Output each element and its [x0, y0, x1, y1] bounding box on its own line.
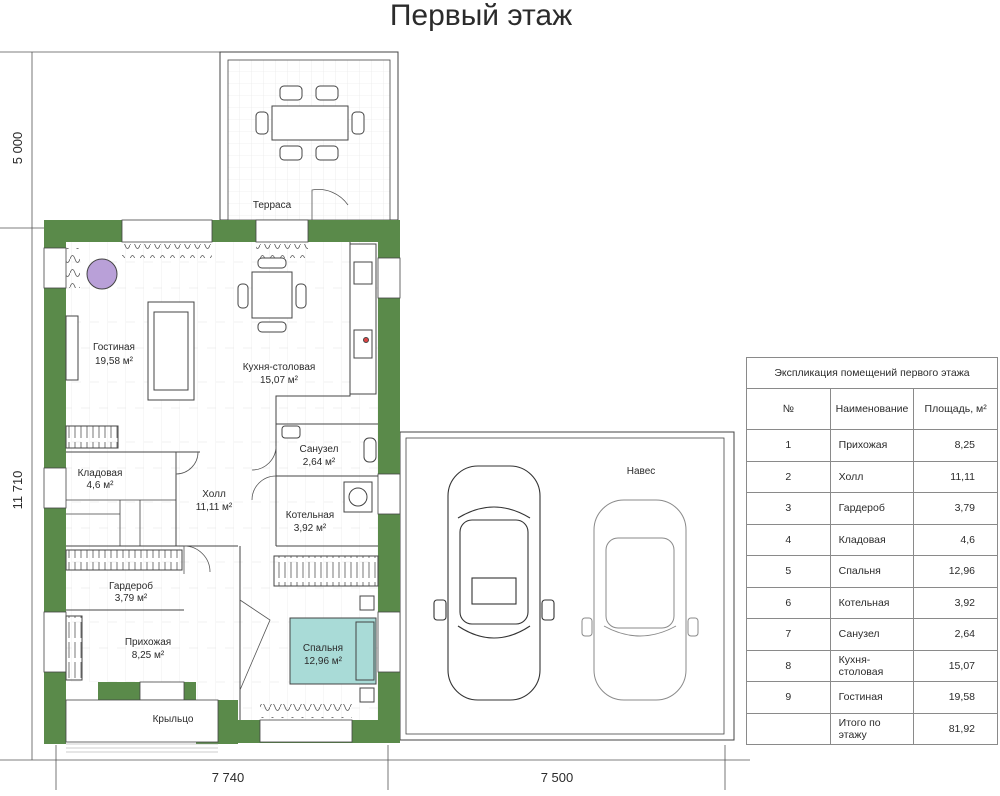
- armchair: [86, 258, 118, 290]
- living-furniture: [65, 258, 195, 449]
- total-num: [746, 712, 831, 745]
- car-light: [581, 499, 699, 701]
- bedroom-furniture: [289, 595, 377, 703]
- room-bedroom-area: 12,96 м²: [304, 656, 343, 667]
- total-label: Итого по этажу: [829, 712, 915, 745]
- table-total-row: Итого по этажу 81,92: [746, 712, 998, 745]
- room-entrance-name: Прихожая: [125, 637, 171, 648]
- tv-unit: [65, 315, 79, 381]
- dimension-lines: [0, 51, 750, 790]
- porch-label: Крыльцо: [153, 714, 194, 725]
- stairs: [66, 499, 176, 546]
- row-name: Гостиная: [829, 681, 915, 714]
- explication-caption: Экспликация помещений первого этажа: [746, 357, 998, 389]
- room-storage-area: 4,6 м²: [87, 480, 115, 491]
- room-bathroom-name: Санузел: [300, 444, 339, 455]
- total-area: 81,92: [913, 712, 998, 745]
- room-entrance-area: 8,25 м²: [132, 650, 165, 661]
- wardrobe-rail: [65, 549, 183, 571]
- row-name: Котельная: [829, 586, 915, 619]
- row-num: 7: [746, 618, 831, 651]
- row-area: 15,07: [913, 649, 998, 682]
- row-name: Кухня-столовая: [829, 649, 915, 682]
- room-bedroom-name: Спальня: [303, 643, 343, 654]
- row-area: 3,92: [913, 586, 998, 619]
- partitions: [66, 242, 378, 720]
- terrace-table: [255, 85, 365, 161]
- row-name: Гардероб: [829, 492, 915, 525]
- header-area: Площадь, м²: [913, 388, 998, 430]
- explication-table: Экспликация помещений первого этажа № На…: [746, 357, 998, 745]
- row-area: 4,6: [913, 523, 998, 556]
- row-area: 2,64: [913, 618, 998, 651]
- row-area: 19,58: [913, 681, 998, 714]
- row-num: 2: [746, 460, 831, 493]
- room-kitchen-name: Кухня-столовая: [243, 362, 316, 373]
- room-storage-name: Кладовая: [78, 468, 123, 479]
- dining-table: [251, 271, 293, 319]
- room-living-name: Гостиная: [93, 342, 135, 353]
- room-kitchen-area: 15,07 м²: [260, 375, 299, 386]
- curtain-bedroom: [260, 704, 352, 718]
- table-row: 9 Гостиная 19,58: [746, 681, 998, 714]
- header-name: Наименование: [829, 388, 915, 430]
- row-area: 8,25: [913, 429, 998, 462]
- room-living-area: 19,58 м²: [95, 356, 134, 367]
- row-num: 9: [746, 681, 831, 714]
- dim-terrace-depth: 5 000: [10, 132, 25, 165]
- porch: Крыльцо: [65, 699, 219, 753]
- table-row: 2 Холл 11,11: [746, 460, 998, 493]
- windows: [43, 219, 401, 743]
- table-row: 4 Кладовая 4,6: [746, 523, 998, 556]
- room-hall-name: Холл: [202, 489, 226, 500]
- table-row: 5 Спальня 12,96: [746, 555, 998, 588]
- dim-carport-width: 7 500: [541, 770, 574, 785]
- row-name: Санузел: [829, 618, 915, 651]
- table-row: 8 Кухня-столовая 15,07: [746, 649, 998, 682]
- dim-house-depth: 11 710: [10, 471, 25, 510]
- row-name: Спальня: [829, 555, 915, 588]
- room-boiler-area: 3,92 м²: [294, 523, 327, 534]
- carport: Навес: [399, 431, 735, 741]
- table-row: 7 Санузел 2,64: [746, 618, 998, 651]
- header-num: №: [746, 388, 831, 430]
- bathroom-fixtures: [281, 425, 377, 513]
- row-num: 6: [746, 586, 831, 619]
- kitchen-furniture: [237, 243, 377, 395]
- room-bathroom-area: 2,64 м²: [303, 457, 336, 468]
- table-row: 3 Гардероб 3,79: [746, 492, 998, 525]
- page-title: Первый этаж: [390, 0, 572, 32]
- terrace: Терраса: [219, 51, 399, 228]
- dim-house-width: 7 740: [212, 770, 245, 785]
- row-name: Кладовая: [829, 523, 915, 556]
- entrance-rack: [65, 615, 83, 681]
- row-name: Холл: [829, 460, 915, 493]
- terrace-label: Терраса: [253, 200, 292, 211]
- row-num: 3: [746, 492, 831, 525]
- curtain-kitchen: [256, 244, 308, 258]
- row-area: 11,11: [913, 460, 998, 493]
- row-area: 3,79: [913, 492, 998, 525]
- row-num: 5: [746, 555, 831, 588]
- room-hall-area: 11,11 м²: [196, 502, 233, 513]
- bedroom-wardrobe: [273, 555, 379, 587]
- row-num: 4: [746, 523, 831, 556]
- car-dark: [433, 465, 555, 701]
- table-row: 1 Прихожая 8,25: [746, 429, 998, 462]
- room-wardrobe-area: 3,79 м²: [115, 593, 148, 604]
- curtain-side: [66, 248, 80, 288]
- curtain-living: [122, 244, 212, 258]
- table-row: 6 Котельная 3,92: [746, 586, 998, 619]
- room-boiler-name: Котельная: [286, 510, 334, 521]
- row-area: 12,96: [913, 555, 998, 588]
- room-wardrobe-name: Гардероб: [109, 580, 153, 592]
- row-num: 1: [746, 429, 831, 462]
- row-name: Прихожая: [829, 429, 915, 462]
- carport-label: Навес: [627, 466, 656, 477]
- row-num: 8: [746, 649, 831, 682]
